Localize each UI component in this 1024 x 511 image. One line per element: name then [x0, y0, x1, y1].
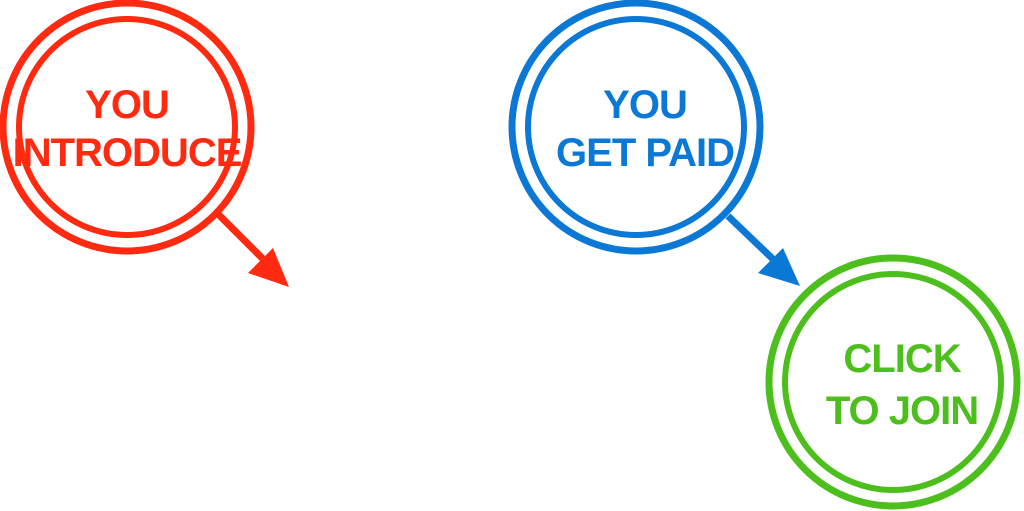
step-get-paid-inner-ring [525, 16, 747, 238]
step-introduce-line2: INTRODUCE [13, 131, 242, 175]
arrow-introduce-shaft [215, 211, 269, 265]
arrow-get-paid-shaft [725, 213, 779, 265]
step-get-paid: YOU GET PAID [508, 0, 764, 255]
step-introduce-outer-ring [0, 0, 255, 255]
arrow-get-paid-head [758, 248, 800, 286]
step-join-inner-ring[interactable] [782, 271, 1004, 493]
step-introduce-line1: YOU [85, 83, 169, 127]
arrow-get-paid-to-join [725, 213, 800, 286]
arrow-introduce-head [248, 248, 289, 287]
step-join-line2[interactable]: TO JOIN [826, 389, 979, 433]
step-join-outer-ring[interactable] [765, 254, 1021, 510]
step-get-paid-line2: GET PAID [556, 131, 734, 175]
step-join-line1[interactable]: CLICK [843, 337, 962, 381]
arrow-introduce-to-next [215, 211, 289, 287]
step-introduce: YOU INTRODUCE [0, 0, 255, 255]
step-click-to-join[interactable]: CLICK TO JOIN [765, 254, 1021, 510]
step-get-paid-line1: YOU [603, 83, 687, 127]
step-introduce-inner-ring [16, 16, 238, 238]
step-get-paid-outer-ring [508, 0, 764, 255]
